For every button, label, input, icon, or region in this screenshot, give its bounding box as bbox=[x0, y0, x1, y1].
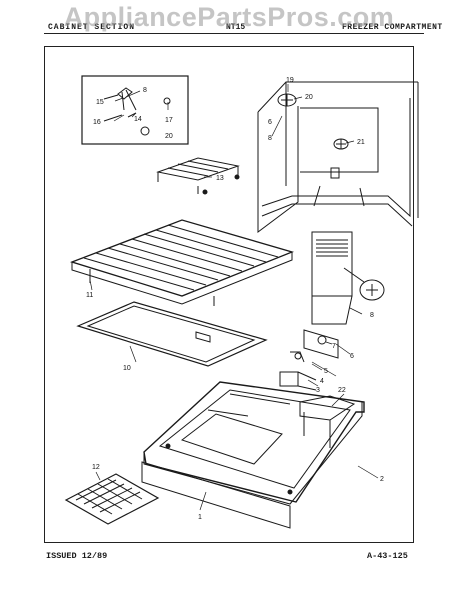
callout-22: 22 bbox=[338, 387, 346, 394]
diagram-frame bbox=[44, 46, 414, 543]
callout-2: 2 bbox=[380, 476, 384, 483]
issued-date: ISSUED 12/89 bbox=[46, 551, 108, 561]
callout-20: 20 bbox=[305, 94, 313, 101]
callout-16: 16 bbox=[93, 119, 101, 126]
callout-19: 19 bbox=[286, 77, 294, 84]
page-reference: A-43-125 bbox=[367, 551, 408, 561]
callout-3: 3 bbox=[316, 387, 320, 394]
callout-12: 12 bbox=[92, 464, 100, 471]
leader-lines bbox=[89, 84, 379, 511]
watermark: AppliancePartsPros.com bbox=[63, 2, 395, 32]
header-rule bbox=[44, 33, 424, 34]
callout-13: 13 bbox=[216, 175, 224, 182]
callout-11: 11 bbox=[86, 292, 93, 299]
callout-15: 15 bbox=[96, 99, 104, 106]
callout-10: 10 bbox=[123, 365, 131, 372]
wire-shelf-11 bbox=[70, 219, 294, 306]
callout-21: 21 bbox=[357, 139, 365, 146]
callout-14: 14 bbox=[134, 116, 142, 123]
callout-6: 6 bbox=[350, 353, 354, 360]
fan-assembly bbox=[279, 329, 339, 391]
freezer-floor-1 bbox=[141, 381, 365, 529]
shelf-pan-10 bbox=[76, 301, 268, 367]
compartment-title: FREEZER COMPARTMENT bbox=[342, 23, 443, 32]
evaporator-duct-8 bbox=[311, 231, 385, 325]
model-number: NT15 bbox=[226, 23, 246, 32]
callout-6b: 6 bbox=[268, 119, 272, 126]
callout-20b: 20 bbox=[165, 133, 173, 140]
section-title: CABINET SECTION bbox=[48, 23, 136, 32]
callout-labels: 8 15 14 16 17 20 13 19 20 6 8 21 11 8 10… bbox=[86, 77, 384, 521]
callout-8: 8 bbox=[143, 87, 147, 94]
callout-7: 7 bbox=[332, 343, 336, 350]
callout-4: 4 bbox=[320, 378, 324, 385]
callout-17: 17 bbox=[165, 117, 173, 124]
ice-tray-12 bbox=[64, 473, 160, 525]
detail-inset bbox=[81, 75, 189, 145]
shelf-bracket-13 bbox=[156, 157, 240, 195]
callout-1: 1 bbox=[198, 514, 202, 521]
callout-5: 5 bbox=[324, 368, 328, 375]
callout-8c: 8 bbox=[370, 312, 374, 319]
callout-8b: 8 bbox=[268, 135, 272, 142]
freezer-liner bbox=[257, 81, 419, 233]
